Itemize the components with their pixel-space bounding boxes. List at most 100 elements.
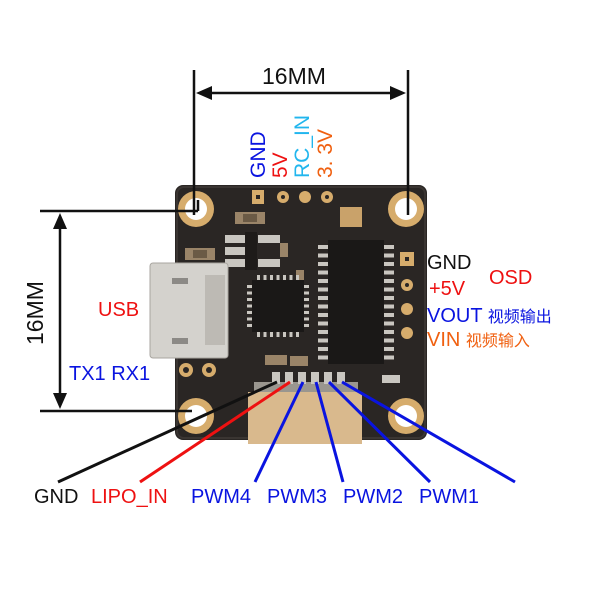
top-pin-5v: 5V <box>269 152 292 178</box>
chip-pin <box>384 347 394 351</box>
chip-pin <box>318 296 328 300</box>
bottom-connector <box>248 372 362 444</box>
chip-pin <box>318 338 328 343</box>
leader-pwm3 <box>314 381 345 483</box>
mounting-hole-top-left <box>178 191 214 227</box>
chip-pin <box>272 372 280 384</box>
chip-pin <box>384 245 394 249</box>
chip-pin <box>257 275 260 280</box>
osd-pin-vout: VOUT 视频输出 <box>427 306 552 326</box>
chip-pin <box>384 296 394 300</box>
chip-pin <box>247 291 252 295</box>
smd-components <box>185 212 400 383</box>
top-pin-3v3: 3. 3V <box>314 128 337 178</box>
osd-chip <box>318 240 394 364</box>
chip-pin <box>304 291 309 295</box>
chip-pin <box>283 275 286 280</box>
chip-pin <box>318 313 328 317</box>
osd-pin-vout-label: VOUT <box>427 305 483 327</box>
chip-pin <box>263 332 267 337</box>
osd-pads <box>400 252 414 339</box>
leader-pwm2 <box>327 380 432 484</box>
chip-pin <box>318 245 328 249</box>
chip-pin <box>304 311 309 314</box>
chip-pin <box>304 317 309 321</box>
chip-pin <box>296 275 299 280</box>
leader-gnd <box>57 380 278 484</box>
mounting-hole-top-right <box>388 191 424 227</box>
chip-pin <box>289 275 293 280</box>
chip-pin <box>318 270 328 275</box>
chip-pin <box>384 279 394 283</box>
osd-pin-gnd: GND <box>427 252 472 274</box>
chip-pin <box>318 262 328 266</box>
chip-pin <box>318 279 328 283</box>
chip-pin <box>384 355 394 360</box>
usb-connector <box>149 262 229 359</box>
chip-pin <box>318 347 328 351</box>
uart-label: TX1 RX1 <box>69 363 151 385</box>
top-pads <box>252 190 362 227</box>
chip-pin <box>285 372 293 384</box>
chip-pin <box>318 253 328 258</box>
chip-pin <box>247 285 252 288</box>
leader-pwm4 <box>253 381 305 483</box>
mounting-hole-bottom-right <box>388 398 424 434</box>
bottom-pin-lipo-in: LIPO_IN <box>91 486 168 508</box>
chip-pin <box>304 285 309 288</box>
chip-pin <box>304 298 309 301</box>
chip-pin <box>247 324 252 327</box>
chip-pin <box>384 287 394 292</box>
chip-pin <box>276 275 280 280</box>
chip-pin <box>384 270 394 275</box>
chip-pin <box>283 332 286 337</box>
chip-pin <box>276 332 280 337</box>
bottom-pin-gnd: GND <box>34 486 79 508</box>
chip-pin <box>247 304 252 308</box>
chip-pin <box>304 304 309 308</box>
osd-pin-vin-label: VIN <box>427 329 461 351</box>
top-pin-gnd: GND <box>247 131 270 178</box>
chip-pin <box>318 355 328 360</box>
chip-pin <box>270 275 273 280</box>
dimension-vertical <box>40 200 200 413</box>
chip-pin <box>384 321 394 326</box>
chip-pin <box>318 304 328 309</box>
chip-pin <box>318 321 328 326</box>
chip-pin <box>318 287 328 292</box>
chip-pin <box>263 275 267 280</box>
chip-pin <box>318 330 328 334</box>
chip-pin <box>384 262 394 266</box>
bottom-pin-pwm2: PWM2 <box>343 486 403 508</box>
bottom-pin-pwm1: PWM1 <box>419 486 479 508</box>
mounting-hole-bottom-left <box>178 398 214 434</box>
bottom-pin-pwm3: PWM3 <box>267 486 327 508</box>
chip-pin <box>384 330 394 334</box>
chip-pin <box>298 372 306 384</box>
leader-pwm1 <box>341 380 516 484</box>
mcu-chip <box>247 275 309 337</box>
dimension-horizontal-label: 16MM <box>262 63 326 89</box>
top-pin-rc-in: RC_IN <box>291 114 314 178</box>
osd-pin-vin-desc: 视频输入 <box>465 331 530 350</box>
chip-pin <box>384 313 394 317</box>
osd-pin-vout-desc: 视频输出 <box>487 307 552 326</box>
bottom-pin-pwm4: PWM4 <box>191 486 251 508</box>
chip-pin <box>384 253 394 258</box>
chip-pin <box>257 332 260 337</box>
chip-pin <box>311 372 319 384</box>
chip-pin <box>247 311 252 314</box>
chip-pin <box>304 324 309 327</box>
leader-lines <box>57 380 516 484</box>
chip-pin <box>337 372 345 384</box>
chip-pin <box>384 338 394 343</box>
dimension-vertical-label: 16MM <box>22 281 48 345</box>
chip-pin <box>289 332 293 337</box>
osd-title: OSD <box>489 267 533 289</box>
chip-pin <box>384 304 394 309</box>
osd-pin-vin: VIN 视频输入 <box>427 330 530 350</box>
chip-pin <box>296 332 299 337</box>
chip-pin <box>247 298 252 301</box>
